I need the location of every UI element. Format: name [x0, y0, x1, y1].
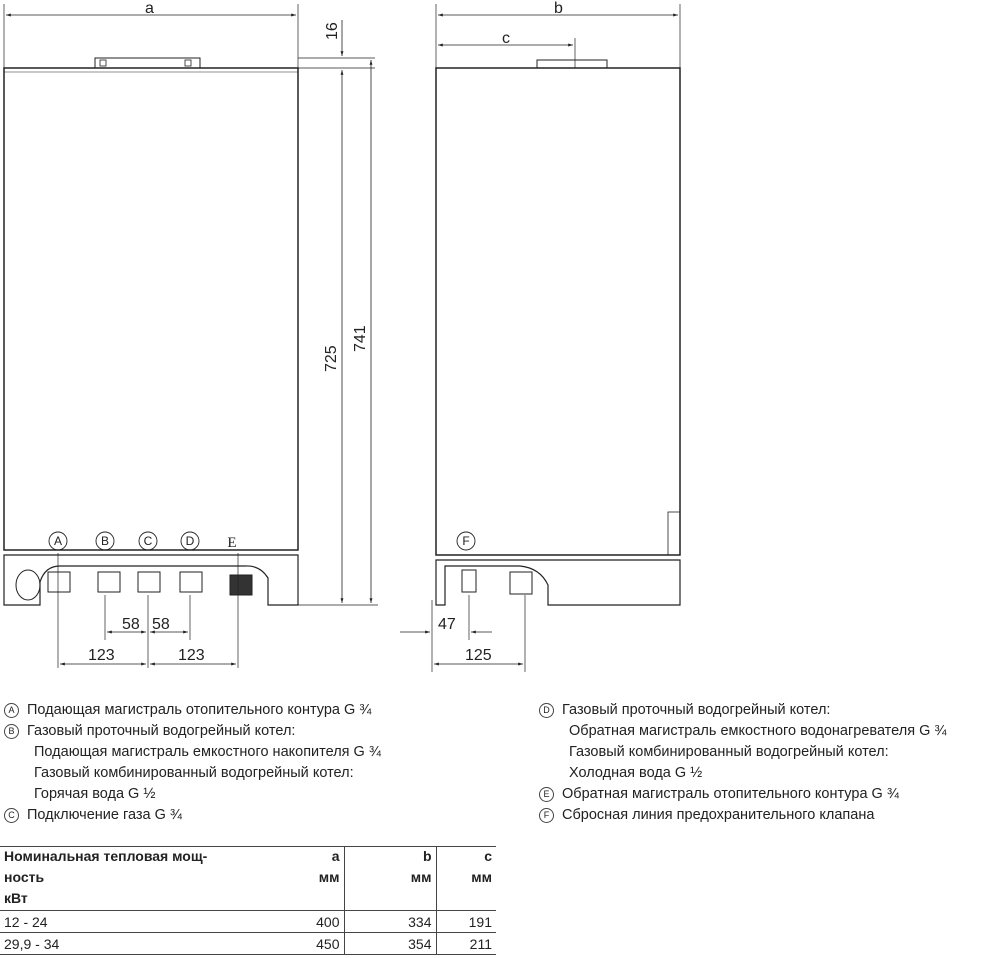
marker-icon: A: [4, 703, 19, 718]
marker-a: A: [54, 534, 62, 548]
header-power-unit: кВт: [4, 890, 28, 906]
table-row: 29,9 - 34 450 354 211: [0, 932, 496, 955]
legend-text: Газовый комбинированный водогрейный коте…: [569, 744, 889, 760]
cell-a: 400: [248, 910, 344, 933]
cell-a: 450: [248, 932, 344, 955]
marker-c: C: [144, 534, 153, 548]
cell-power: 29,9 - 34: [0, 932, 248, 955]
marker-icon: C: [4, 808, 19, 823]
marker-f: F: [462, 534, 469, 548]
header-a: a: [248, 846, 344, 868]
legend-item-e: E Обратная магистраль отопительного конту…: [535, 784, 947, 805]
dim-123-right: 123: [178, 647, 205, 664]
dim-c: c: [502, 30, 510, 47]
cell-c: 211: [435, 932, 496, 955]
header-b: b: [343, 846, 436, 868]
front-view: [3, 4, 378, 668]
marker-d: D: [186, 534, 195, 548]
dim-16: 16: [324, 22, 341, 40]
header-c: c: [435, 846, 496, 868]
legend-text: Газовый комбинированный водогрейный коте…: [34, 765, 354, 781]
header-unit: мм: [343, 868, 436, 889]
legend-text: Обратная магистраль емкостного водонагре…: [569, 723, 947, 739]
legend-item-c: C Подключение газа G ¾: [0, 805, 381, 826]
dimensions-table: Номинальная тепловая мощ- a b c ность мм…: [0, 846, 496, 955]
table-row: 12 - 24 400 334 191: [0, 910, 496, 933]
dim-58-right: 58: [152, 616, 170, 633]
cell-b: 334: [343, 910, 436, 933]
marker-icon: F: [539, 808, 554, 823]
dim-47: 47: [438, 616, 456, 633]
dimension-drawing: a b c 16 725 741 58 58 123 123 47 125 A …: [3, 0, 681, 672]
dim-a: a: [145, 0, 154, 17]
header-power: Номинальная тепловая мощ-: [0, 846, 248, 868]
cell-c: 191: [435, 910, 496, 933]
dim-58-left: 58: [122, 616, 140, 633]
cell-b: 354: [343, 932, 436, 955]
legend-text: Сбросная линия предохранительного клапан…: [562, 807, 875, 823]
legend-right: D Газовый проточный водогрейный котел: Об…: [535, 700, 947, 826]
legend-text: Подающая магистраль емкостного накопител…: [34, 744, 381, 760]
legend-item-a: A Подающая магистраль отопительного конту…: [0, 700, 381, 721]
dim-123-left: 123: [88, 647, 115, 664]
marker-icon: D: [539, 703, 554, 718]
legend-item-b: B Газовый проточный водогрейный котел:: [0, 721, 381, 742]
marker-icon: E: [539, 787, 554, 802]
header-unit: мм: [318, 869, 340, 885]
legend-text: Холодная вода G ½: [569, 765, 703, 781]
legend-text: Горячая вода G ½: [34, 786, 156, 802]
legend-item-d: D Газовый проточный водогрейный котел:: [535, 700, 947, 721]
legend-text: Газовый проточный водогрейный котел:: [27, 723, 296, 739]
legend-text: Обратная магистраль отопительного контур…: [562, 786, 899, 802]
header-power: ность: [4, 869, 45, 885]
dim-b: b: [554, 0, 563, 17]
table-header-row: кВт: [0, 889, 496, 911]
side-view: [400, 4, 681, 672]
legend-text: Подключение газа G ¾: [27, 807, 182, 823]
marker-e: E: [227, 535, 236, 551]
dim-741: 741: [352, 325, 369, 352]
dim-125: 125: [465, 647, 492, 664]
header-unit: мм: [435, 868, 496, 889]
table-header-row: ность мм мм мм: [0, 868, 496, 889]
table-header-row: Номинальная тепловая мощ- a b c: [0, 846, 496, 868]
marker-icon: B: [4, 724, 19, 739]
legend-item-f: F Сбросная линия предохранительного клапа…: [535, 805, 947, 826]
legend-text: Газовый проточный водогрейный котел:: [562, 702, 831, 718]
dim-725: 725: [323, 345, 340, 372]
legend-left: A Подающая магистраль отопительного конту…: [0, 700, 381, 826]
cell-power: 12 - 24: [0, 910, 248, 933]
legend-text: Подающая магистраль отопительного контур…: [27, 702, 372, 718]
marker-b: B: [101, 534, 109, 548]
